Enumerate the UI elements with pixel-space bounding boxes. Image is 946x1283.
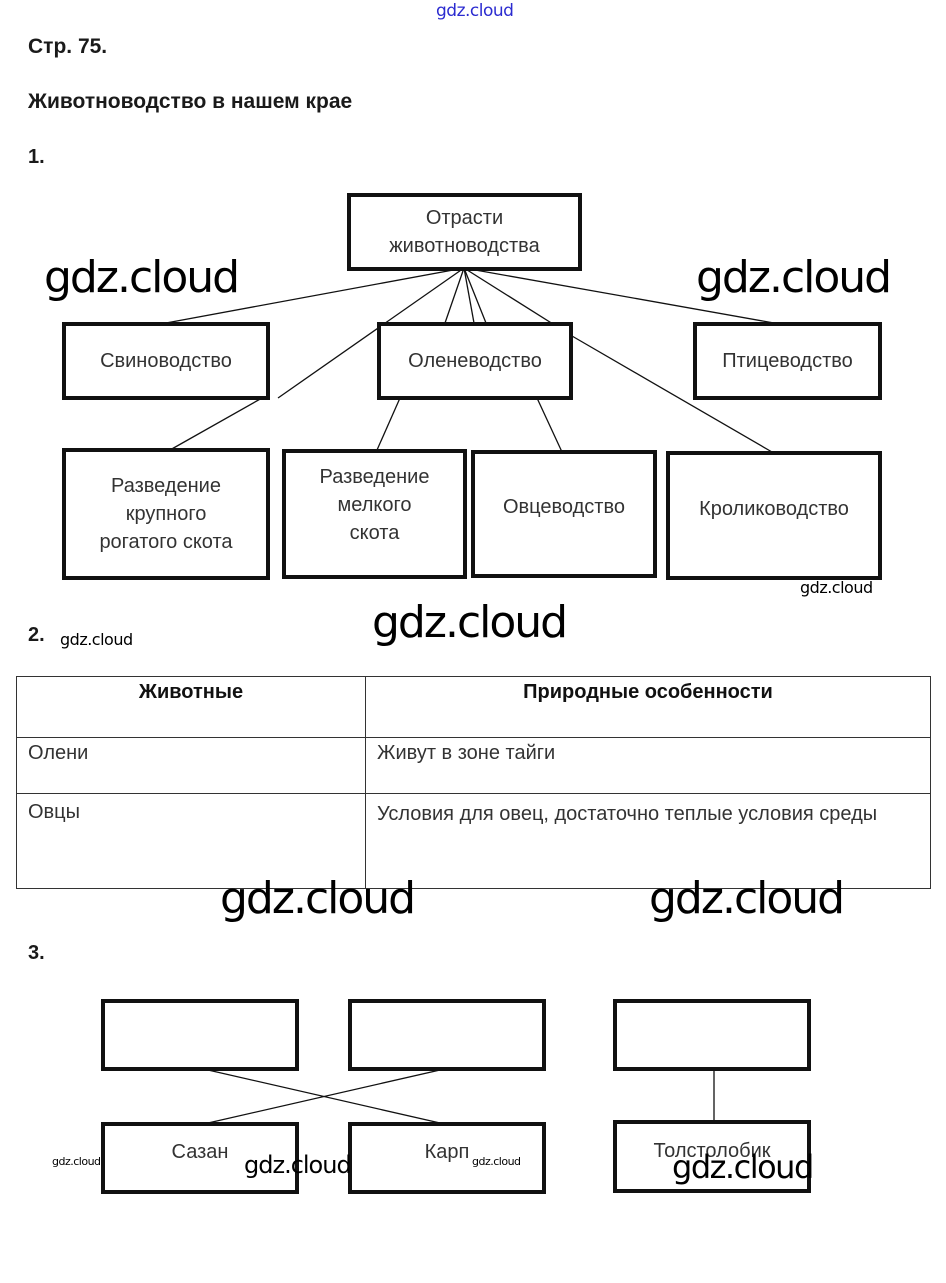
box-label: Толстолобик	[653, 1140, 771, 1162]
root-line-1: Отрасти	[425, 207, 504, 229]
task-2-number: 2.	[28, 624, 45, 646]
box-label: Птицеводство	[722, 350, 853, 372]
fish-top-box-2	[348, 999, 546, 1071]
fish-box-sazan: Сазан	[101, 1122, 299, 1194]
box-line: скота	[349, 522, 400, 544]
cell-animal: Овцы	[16, 793, 366, 889]
cell-features: Условия для овец, достаточно теплые усло…	[365, 793, 931, 889]
connector-krs	[169, 397, 263, 451]
table-row: Олени Живут в зоне тайги	[16, 737, 931, 794]
connector-ovtsy	[536, 397, 563, 453]
fish-box-tolstolobik: Толстолобик	[613, 1120, 811, 1193]
column-header-features: Природные особенности	[365, 676, 931, 738]
box-line: Разведение	[319, 466, 430, 488]
watermark: gdz.cloud	[696, 252, 892, 303]
box-melkiy-skot: Разведение мелкого скота	[282, 449, 467, 579]
page-number: Стр. 75.	[28, 35, 108, 58]
connector-krolik	[571, 335, 773, 453]
watermark: gdz.cloud	[44, 252, 240, 303]
page-title: Животноводство в нашем крае	[28, 90, 353, 113]
cell-animal: Олени	[16, 737, 366, 794]
connector-root-olen-2	[463, 267, 475, 324]
connector-root-olen-1	[444, 267, 465, 324]
table-row: Овцы Условия для овец, достаточно теплые…	[16, 793, 931, 889]
watermark: gdz.cloud	[800, 578, 873, 597]
fish-top-box-1	[101, 999, 299, 1071]
root-line-2: животноводства	[389, 235, 540, 257]
box-line: Овцеводство	[503, 496, 625, 518]
watermark: gdz.cloud	[220, 873, 416, 924]
fish-box-karp: Карп	[348, 1122, 546, 1194]
box-label: Оленеводство	[408, 350, 542, 372]
box-label: Сазан	[171, 1141, 229, 1163]
watermark: gdz.cloud	[649, 873, 845, 924]
box-krolikovodstvo: Кролиководство	[666, 451, 882, 580]
watermark: gdz.cloud	[244, 1151, 352, 1179]
animals-table: Животные Природные особенности Олени Жив…	[16, 676, 931, 889]
cell-features: Живут в зоне тайги	[365, 737, 931, 794]
connector-fish-cross-2	[207, 1069, 441, 1124]
box-label: Свиноводство	[100, 350, 232, 372]
connector-melkiy	[376, 397, 401, 451]
connector-root-olen-3	[463, 267, 487, 324]
box-svinovodstvo: Свиноводство	[62, 322, 270, 400]
box-line: Разведение	[111, 475, 221, 497]
root-box: Отрасти животноводства	[347, 193, 582, 271]
fish-top-box-3	[613, 999, 811, 1071]
watermark: gdz.cloud	[60, 630, 133, 649]
box-ptitsevodstvo: Птицеводство	[693, 322, 882, 400]
box-line: крупного	[125, 503, 207, 525]
watermark-top: gdz.cloud	[436, 1, 514, 21]
box-olenevodstvo: Оленеводство	[377, 322, 573, 400]
box-line: рогатого скота	[99, 531, 233, 553]
watermark: gdz.cloud	[472, 1155, 521, 1168]
box-label: Карп	[424, 1141, 470, 1163]
box-line: Кролиководство	[699, 497, 849, 520]
connector-root-ptitsevodstvo	[463, 267, 775, 324]
watermark: gdz.cloud	[672, 1148, 814, 1186]
watermark: gdz.cloud	[372, 597, 568, 648]
watermark: gdz.cloud	[52, 1155, 101, 1168]
column-header-animals: Животные	[16, 676, 366, 738]
table-header-row: Животные Природные особенности	[16, 676, 931, 738]
task-3-number: 3.	[28, 942, 45, 964]
task-1-number: 1.	[28, 146, 45, 168]
box-line: мелкого	[337, 494, 412, 516]
box-ovtsevodstvo: Овцеводство	[471, 450, 657, 578]
box-krs: Разведение крупного рогатого скота	[62, 448, 270, 580]
connector-root-krs	[277, 267, 465, 399]
connector-root-svinovodstvo	[165, 267, 465, 324]
